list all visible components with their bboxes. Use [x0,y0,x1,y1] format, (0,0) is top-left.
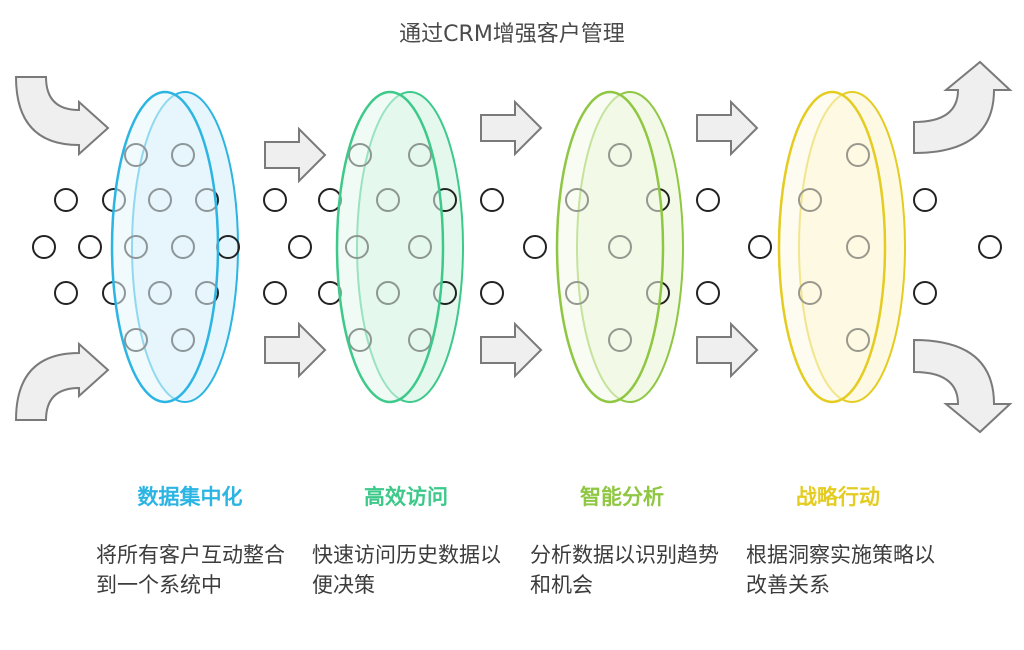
circle-dot-icon [480,188,504,212]
stage-heading-centralization: 数据集中化 [137,485,243,509]
circle-dot-icon [696,188,720,212]
right-arrow-icon [480,321,543,379]
stage-desc-analysis: 分析数据以识别趋势和机会 [530,543,719,597]
circle-dot-icon [913,281,937,305]
circle-dot-icon [913,188,937,212]
circle-dot-icon [32,235,56,259]
curved-arrow-in-icon [14,76,110,157]
stage-heading-access: 高效访问 [364,485,448,509]
circle-dot-icon [54,281,78,305]
right-arrow-icon [264,321,327,379]
circle-dot-icon [54,188,78,212]
stage-ring-front [335,90,445,404]
stage-ring-front [555,90,665,404]
right-arrow-icon [696,321,759,379]
stage-desc-access: 快速访问历史数据以便决策 [312,543,501,597]
circle-dot-icon [696,281,720,305]
right-arrow-icon [264,126,327,184]
right-arrow-icon [696,99,759,157]
circle-dot-icon [263,188,287,212]
curved-arrow-out-icon [913,60,1013,155]
circle-dot-icon [523,235,547,259]
circle-dot-icon [263,281,287,305]
stage-heading-action: 战略行动 [796,485,880,509]
circle-dot-icon [748,235,772,259]
curved-arrow-in-icon [14,341,110,421]
circle-dot-icon [78,235,102,259]
diagram-title: 通过CRM增强客户管理 [399,22,625,47]
stage-heading-analysis: 智能分析 [580,485,664,509]
stage-ring-front [777,90,887,404]
circle-dot-icon [480,281,504,305]
circle-dot-icon [978,235,1002,259]
curved-arrow-out-icon [913,338,1013,434]
stage-ring-front [110,90,220,404]
circle-dot-icon [288,235,312,259]
stage-desc-action: 根据洞察实施策略以改善关系 [746,543,935,597]
right-arrow-icon [480,99,543,157]
stage-desc-centralization: 将所有客户互动整合到一个系统中 [96,543,285,597]
